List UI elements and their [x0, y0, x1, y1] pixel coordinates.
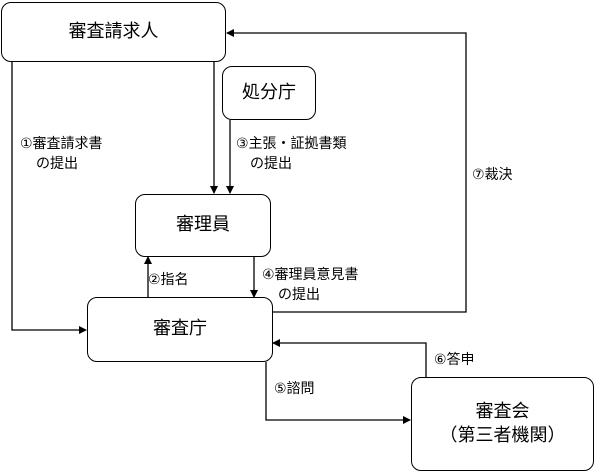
node-agency: 処分庁: [222, 66, 316, 120]
edge-label-3-line2: の提出: [250, 156, 292, 172]
arrow-consultation: [265, 362, 411, 424]
node-council-sublabel: （第三者機関）: [439, 425, 566, 446]
node-review-agency-label: 審査庁: [153, 318, 207, 340]
arrow-decision: [226, 29, 467, 313]
edge-label-1-line2: の提出: [36, 156, 78, 172]
node-review-agency: 審査庁: [87, 297, 273, 362]
edge-label-6: ⑥答申: [434, 352, 475, 368]
edge-label-5: ⑤諮問: [274, 381, 315, 397]
node-examiner: 審理員: [135, 194, 271, 257]
edge-label-7: ⑦裁決: [472, 167, 513, 183]
edge-label-1: ①審査請求書 の提出: [20, 134, 103, 174]
arrow-claim-submission: [11, 62, 87, 334]
node-agency-label: 処分庁: [242, 81, 296, 103]
edge-label-3: ③主張・証拠書類 の提出: [236, 134, 347, 174]
node-examiner-label: 審理員: [176, 214, 230, 236]
node-council-label: 審査会: [475, 400, 530, 422]
edge-label-3-line1: ③主張・証拠書類: [236, 136, 347, 152]
node-claimant-label: 審査請求人: [68, 20, 159, 42]
edge-label-4: ④審理員意見書 の提出: [262, 265, 359, 305]
edge-label-2: ②指名: [148, 272, 189, 288]
edge-label-4-line2: の提出: [278, 287, 320, 303]
edge-label-1-line1: ①審査請求書: [20, 136, 103, 152]
node-council: 審査会 （第三者機関）: [411, 377, 594, 471]
edge-label-4-line1: ④審理員意見書: [262, 267, 359, 283]
arrow-report: [272, 339, 427, 378]
node-claimant: 審査請求人: [1, 2, 226, 62]
